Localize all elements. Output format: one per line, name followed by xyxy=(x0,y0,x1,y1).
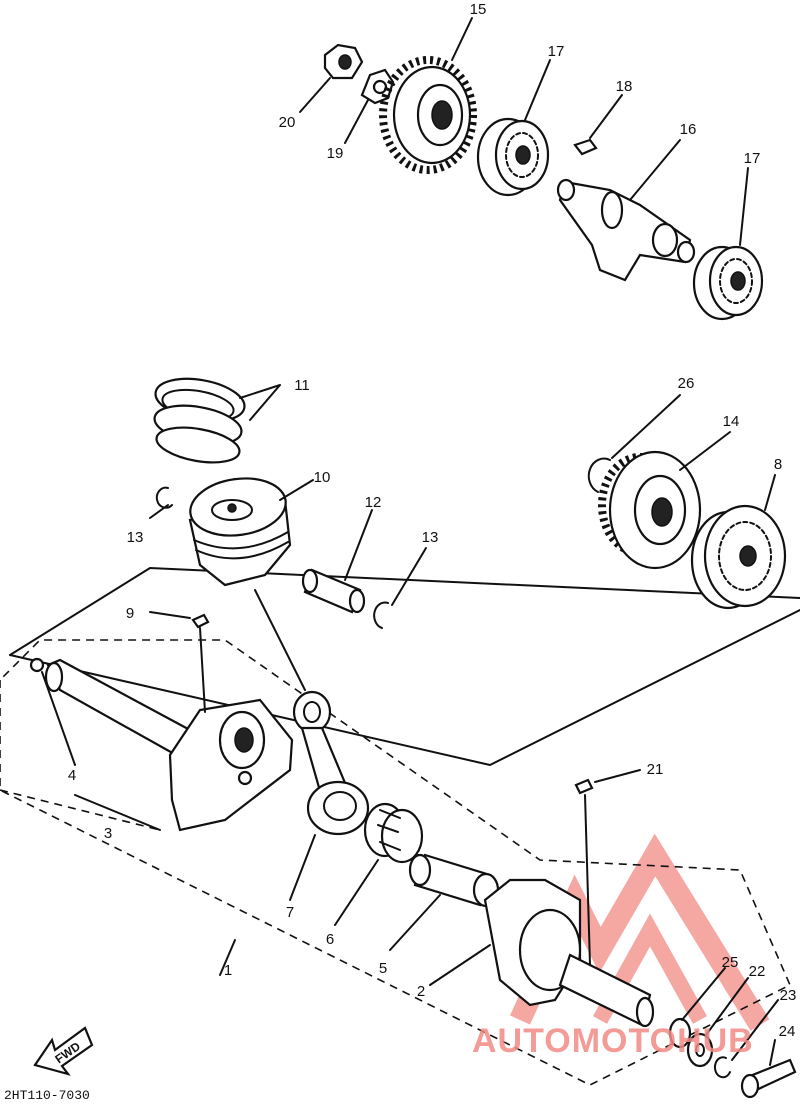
callout-labels: 15 20 19 17 18 16 17 11 10 13 12 13 26 1… xyxy=(68,1,797,1040)
part-22-washer xyxy=(686,1032,714,1068)
part-4-plug xyxy=(29,657,45,673)
callout-6: 6 xyxy=(326,931,334,948)
part-12-piston-pin xyxy=(301,568,366,614)
diagram-code: 2HT110-7030 xyxy=(4,1088,90,1103)
callout-2: 2 xyxy=(417,983,425,1000)
part-2-crank-right xyxy=(483,878,655,1028)
callout-23: 23 xyxy=(780,987,797,1004)
callout-14: 14 xyxy=(723,413,740,430)
part-13-circlip-right xyxy=(373,601,389,629)
callout-17-lower: 17 xyxy=(744,150,761,167)
callout-17-upper: 17 xyxy=(548,43,565,60)
callout-9: 9 xyxy=(126,605,134,622)
callout-15: 15 xyxy=(470,1,487,18)
callout-7: 7 xyxy=(286,904,294,921)
part-15-gear xyxy=(379,56,477,174)
leader-lines xyxy=(41,17,779,1066)
part-3-crank-left xyxy=(44,658,294,832)
callout-22: 22 xyxy=(749,963,766,980)
callout-25: 25 xyxy=(722,954,739,971)
part-8-bearing xyxy=(690,504,787,610)
part-14-drive-gear xyxy=(598,450,702,570)
part-13-circlip-left xyxy=(155,486,173,509)
assembly-outline-bottom xyxy=(9,609,800,766)
callout-13-left: 13 xyxy=(127,529,144,546)
part-17-bearing-lower xyxy=(692,245,764,321)
callout-12: 12 xyxy=(365,494,382,511)
part-17-bearing-upper xyxy=(476,117,550,197)
callout-13-right: 13 xyxy=(422,529,439,546)
watermark-text: AUTOMOTOHUB xyxy=(472,1022,754,1060)
part-10-piston xyxy=(188,477,292,587)
part-16-balancer-shaft xyxy=(556,178,696,282)
callout-18: 18 xyxy=(616,78,633,95)
part-25-spacer xyxy=(668,1017,692,1049)
part-11-piston-rings xyxy=(153,377,246,464)
callout-16: 16 xyxy=(680,121,697,138)
part-5-crank-pin xyxy=(408,853,500,908)
part-24-bolt xyxy=(740,1058,797,1099)
callout-19: 19 xyxy=(327,145,344,162)
callout-4: 4 xyxy=(68,767,76,784)
part-26-circlip xyxy=(587,457,611,493)
callout-3: 3 xyxy=(104,825,112,842)
callout-11: 11 xyxy=(294,377,310,394)
callout-26: 26 xyxy=(678,375,695,392)
part-7-connecting-rod xyxy=(292,690,370,836)
callout-21: 21 xyxy=(647,761,664,778)
callout-1: 1 xyxy=(224,962,232,979)
part-6-needle-bearing xyxy=(363,802,424,864)
callout-8: 8 xyxy=(774,456,782,473)
crankshaft-assembly-dashed-outline xyxy=(0,639,792,1086)
part-18-key xyxy=(573,138,598,156)
part-20-nut xyxy=(323,43,364,80)
callout-24: 24 xyxy=(779,1023,796,1040)
part-23-lock-washer xyxy=(713,1056,731,1079)
part-21-key xyxy=(574,778,594,795)
callout-10: 10 xyxy=(314,469,331,486)
fwd-arrow-icon: FWD xyxy=(33,1026,94,1076)
callout-20: 20 xyxy=(279,114,296,131)
part-9-key xyxy=(191,613,210,629)
callout-5: 5 xyxy=(379,960,387,977)
